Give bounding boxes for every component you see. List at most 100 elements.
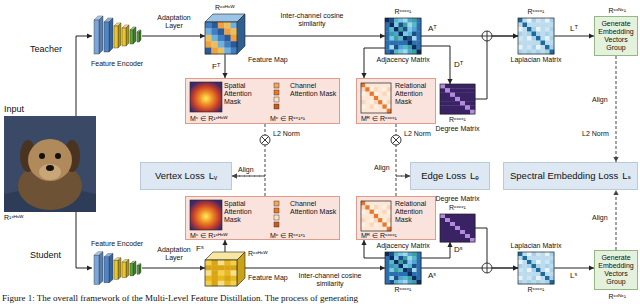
cubeS-picture [205,252,245,286]
arrow-head [87,265,92,270]
enc-picture [92,250,142,288]
adjacency-matrix: Rᶜˣᶜˣ¹Adjacency Matrix [385,18,421,54]
node-label: Rᶜˣᴺˣ¹ [609,293,626,301]
arrow-head [232,173,237,178]
node-label: Generate Embedding Vectors Group [597,20,635,52]
dog-picture [4,116,96,212]
node-label: Adjacency Matrix [377,242,430,250]
node-label: Rᶜˣᴺˣ¹ [609,7,626,15]
align-connector [396,173,410,196]
flow-arrow [245,265,385,270]
cubeT-picture [205,14,245,54]
node-label: Mˢ ∈ R¹ˣᴴˣᵂ [190,232,228,240]
laplacian-matrix: Rᶜˣᶜˣ¹Laplacian Matrix [518,18,554,54]
deg-picture [440,214,475,242]
node-label: Channel Attention Mask [290,200,338,216]
node-label: Generate Embedding Vectors Group [597,254,635,286]
node-label: Rᶜˣᶜˣ¹ [449,116,466,124]
deg-picture [440,84,475,114]
align-connector [232,124,265,179]
connector-line [232,176,265,196]
add-symbol [482,31,492,273]
node-label: Spatial Attention Mask [224,200,268,224]
flow-arrow [475,33,518,99]
relational-mask-box: Relational Attention Mask Mᴿ ∈ Rᶜˣᶜˣ¹ [356,196,436,240]
edge-label: Adaptation Layer [150,246,198,262]
flow-arrow [554,33,594,38]
node-label: Lₑ [470,171,479,182]
encoder-block: Feature Encoder [92,14,142,58]
relational-mask-box: Relational Attention MaskMᴿ ∈ Rᶜˣᶜˣ¹ [356,78,436,124]
flow-arrow [142,33,205,38]
arrow-head [380,265,385,270]
flow-arrow [222,240,227,252]
arrow-head [380,33,385,38]
node-label: Feature Map [248,56,288,64]
node-label: Rᶜˣᶜˣ¹ [449,204,466,212]
edge-label: Align [592,214,608,222]
attention-mask-box: Spatial Attention MaskChannel Attention … [185,78,340,124]
connector-line [616,56,617,162]
connector-line [554,268,594,269]
symbol-label: Aˢ [428,271,436,280]
node-label: Rᶜˣᴴˣᵂ [248,250,268,258]
connector-line [142,36,205,37]
lap-picture [518,252,554,284]
flow-arrow [76,33,92,116]
node-label: Relational Attention Mask [395,82,435,106]
node-label: Mᴿ ∈ Rᶜˣᶜˣ¹ [361,232,397,240]
arrow-head [513,33,518,38]
node-label: Degree Matrix [436,195,480,203]
arrow-head [513,265,518,270]
node-label: Vertex Loss [155,171,205,182]
input-image: InputR¹ˣᴴˣᵂ [4,116,96,212]
encoder-block: Feature Encoder [92,250,142,288]
edge-label: Inter-channel cosine similarity [274,12,350,28]
arrow-head [613,190,618,195]
node-label: Laplacian Matrix [511,56,562,64]
embedding-box: Rᶜˣᴺˣ¹Generate Embedding Vectors Group [594,16,638,56]
align-connector [613,56,618,162]
operation-note: L2 Norm [404,130,431,138]
node-label: Rᶜˣᶜˣ¹ [395,8,412,16]
node-label: Mᶜ ∈ Rᶜˣ¹ˣ¹ [270,232,305,240]
symbol-label: Dˢ [454,245,463,254]
node-label: Edge Loss [421,171,466,182]
align-connector [232,173,265,196]
node-label: Spatial Attention Mask [224,82,268,106]
arrow-head [222,240,227,245]
symbol-label: Fᵀ [212,62,220,71]
edge-label: Align [592,96,608,104]
feature-map: RᶜˣᴴˣᵂFeature Map [205,252,245,286]
flow-arrow [475,228,518,271]
flow-arrow [76,212,92,271]
arrow-head [87,33,92,38]
node-label: Input [4,104,24,114]
node-label: Rᶜˣᶜˣ¹ [395,286,412,294]
node-label: Feature Encoder [91,240,143,248]
operation-note: L2 Norm [273,130,300,138]
node-label: Feature Encoder [91,60,143,68]
node-label: Rᶜˣᴴˣᵂ [215,4,235,12]
enc-picture [92,14,142,58]
connector-line [475,36,518,99]
node-label: Rᶜˣᶜˣ¹ [528,8,545,16]
symbol-label: Lᵀ [570,24,578,33]
symbol-label: Fˢ [196,244,204,253]
node-label: R¹ˣᴴˣᵂ [4,214,23,222]
operation-note: L2 Norm [582,130,609,138]
connector-line [232,124,265,176]
symbol-label: Lˢ [570,271,577,280]
adjacency-matrix: Rᶜˣᶜˣ¹Adjacency Matrix [385,252,421,284]
node-label: Laplacian Matrix [511,242,562,250]
adj-picture [385,18,421,54]
edge-label: Align [238,166,254,174]
arrow-head [200,265,205,270]
lap-picture [518,18,554,54]
node-label: Relational Attention Mask [395,200,435,224]
align-connector [613,190,618,250]
connector-line [616,190,617,250]
arrow-head [513,33,518,38]
feature-map: RᶜˣᴴˣᵂFeature Map [205,14,245,54]
